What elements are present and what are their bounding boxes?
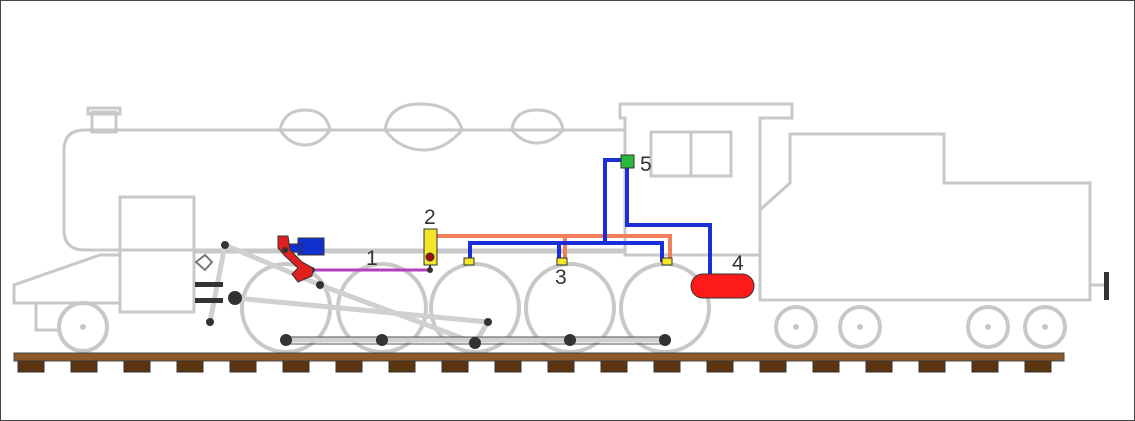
railroad-tie xyxy=(706,360,734,373)
railroad-tie xyxy=(1024,360,1052,373)
smokestack-cap xyxy=(86,106,122,116)
tender-wheel-3 xyxy=(966,305,1010,349)
railroad-tie xyxy=(17,360,45,373)
air-reservoir xyxy=(690,273,755,299)
pipe-blue-to-reservoir xyxy=(625,165,712,275)
tender-wheel-4 xyxy=(1023,305,1067,349)
railroad-tie xyxy=(441,360,469,373)
crosshead-bar xyxy=(195,282,223,287)
railroad-tie xyxy=(176,360,204,373)
railroad-tie xyxy=(600,360,628,373)
tender-wheel-1 xyxy=(774,305,818,349)
railroad-tie xyxy=(388,360,416,373)
dome-3 xyxy=(510,108,565,145)
pin xyxy=(221,241,229,249)
railroad-tie xyxy=(494,360,522,373)
label-5: 5 xyxy=(640,153,652,176)
hub xyxy=(80,324,86,330)
hub xyxy=(793,324,799,330)
boiler xyxy=(62,128,625,252)
smokebox-front xyxy=(118,195,196,314)
pin xyxy=(484,318,492,326)
railroad-tie xyxy=(918,360,946,373)
hub xyxy=(1042,324,1048,330)
brake-valve-knob xyxy=(425,252,435,262)
locomotive-outline xyxy=(12,102,1106,332)
rod-pins xyxy=(195,241,671,349)
label-4: 4 xyxy=(732,252,744,275)
pin xyxy=(469,337,481,349)
label-3: 3 xyxy=(555,266,567,289)
hub xyxy=(857,324,863,330)
railroad-tie xyxy=(335,360,363,373)
railroad-tie xyxy=(282,360,310,373)
smokestack xyxy=(90,110,118,134)
railroad-tie xyxy=(759,360,787,373)
railroad-tie xyxy=(547,360,575,373)
rear-coupler xyxy=(1104,272,1109,300)
label-1: 1 xyxy=(366,247,378,270)
pilot xyxy=(34,303,60,332)
dome-2 xyxy=(383,102,464,152)
pin xyxy=(316,281,324,289)
pin xyxy=(280,334,292,346)
tender xyxy=(758,132,1092,302)
railroad-tie xyxy=(812,360,840,373)
pin xyxy=(376,334,388,346)
pin xyxy=(206,318,214,326)
railroad-tie xyxy=(865,360,893,373)
pin xyxy=(564,334,576,346)
control-valve xyxy=(620,154,635,169)
railroad-tie xyxy=(123,360,151,373)
lever-pin xyxy=(282,247,288,253)
rail xyxy=(13,352,1065,362)
pipe-orange xyxy=(437,234,672,262)
pin xyxy=(228,291,242,305)
label-2: 2 xyxy=(424,206,436,229)
rod xyxy=(232,295,491,325)
wheel-hubs xyxy=(80,324,1048,330)
driver-wheel-3 xyxy=(429,262,521,354)
crosshead-bar xyxy=(195,298,223,303)
brake-fitting xyxy=(661,257,673,266)
brake-lever xyxy=(277,235,314,283)
pilot-deck xyxy=(12,253,120,305)
tender-wheel-2 xyxy=(838,305,882,349)
railroad-tie xyxy=(971,360,999,373)
pin xyxy=(659,334,671,346)
railroad-ties xyxy=(17,360,1052,373)
railroad-tie xyxy=(653,360,681,373)
brake-fitting xyxy=(556,257,568,266)
brake-fitting xyxy=(463,257,475,266)
dome-1 xyxy=(278,108,332,147)
driver-wheel-4 xyxy=(524,262,616,354)
railroad-tie xyxy=(229,360,257,373)
rod-pin xyxy=(427,267,433,273)
railroad-tie xyxy=(70,360,98,373)
pilot-coupler xyxy=(194,253,214,272)
hub xyxy=(985,324,991,330)
pipe-blue-to-valve xyxy=(603,158,627,243)
pipe-blue-main xyxy=(468,241,664,262)
pilot-wheel xyxy=(57,301,109,353)
